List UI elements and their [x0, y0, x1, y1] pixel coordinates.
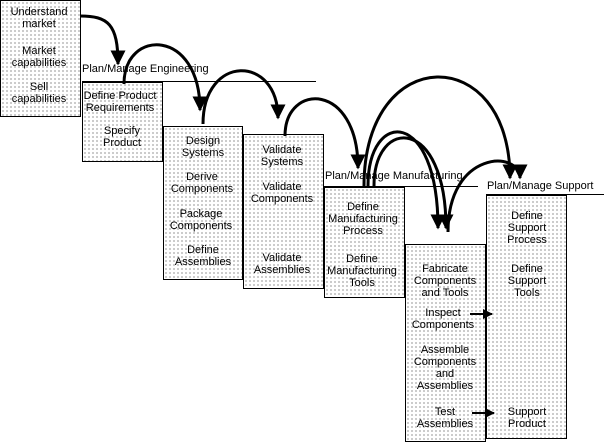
validate-box	[243, 134, 324, 289]
define-assemblies: Define Assemblies	[174, 244, 232, 268]
support-product: Support Product	[507, 406, 547, 430]
market-item-understand: Understand market	[10, 6, 68, 30]
arrow-fabricate-to-support	[446, 159, 528, 233]
market-item-capabilities: Market capabilities	[11, 45, 67, 69]
validate-assemblies: Validate Assemblies	[253, 252, 311, 276]
fabricate-box	[405, 244, 486, 442]
design-systems: Design Systems	[181, 135, 225, 159]
define-support-process: Define Support Process	[507, 210, 547, 246]
product-box	[82, 82, 163, 162]
support-header: Plan/Manage Support	[487, 180, 594, 192]
market-box	[0, 0, 81, 117]
test-assemblies: Test Assemblies	[416, 406, 474, 430]
define-manufacturing-process: Define Manufacturing Process	[328, 201, 398, 237]
validate-systems: Validate Systems	[260, 144, 304, 168]
arrow-to-support-large	[362, 75, 518, 187]
design-box	[163, 126, 243, 280]
arrow-market-to-engineering	[79, 14, 126, 66]
arrow-validate-to-manufacturing	[283, 97, 366, 170]
define-product-requirements: Define Product Requirements	[83, 90, 157, 114]
inspect-components: Inspect Components	[411, 307, 475, 331]
define-manufacturing-tools: Define Manufacturing Tools	[327, 253, 397, 289]
specify-product: Specify Product	[103, 125, 141, 149]
support-box	[486, 195, 567, 439]
engineering-header-line	[82, 81, 316, 82]
arrow-product-to-design	[122, 43, 208, 112]
define-support-tools: Define Support Tools	[507, 263, 547, 299]
validate-components: Validate Components	[250, 181, 314, 205]
package-components: Package Components	[169, 208, 233, 232]
arrow-manufacturing-to-fabricate-a	[366, 130, 446, 230]
derive-components: Derive Components	[170, 171, 234, 195]
market-item-sell: Sell capabilities	[11, 81, 67, 105]
define-manufacturing-box	[324, 187, 405, 298]
engineering-header: Plan/Manage Engineering	[82, 63, 209, 75]
arrow-design-to-validate	[201, 69, 286, 125]
manufacturing-header: Plan/Manage Manufacturing	[325, 170, 463, 182]
arrow-manufacturing-to-fabricate-b	[372, 136, 454, 230]
fabricate-components: Fabricate Components and Tools	[413, 263, 477, 299]
support-header-line	[486, 194, 604, 195]
assemble-components: Assemble Components and Assemblies	[413, 344, 477, 392]
manufacturing-header-line	[324, 186, 478, 187]
